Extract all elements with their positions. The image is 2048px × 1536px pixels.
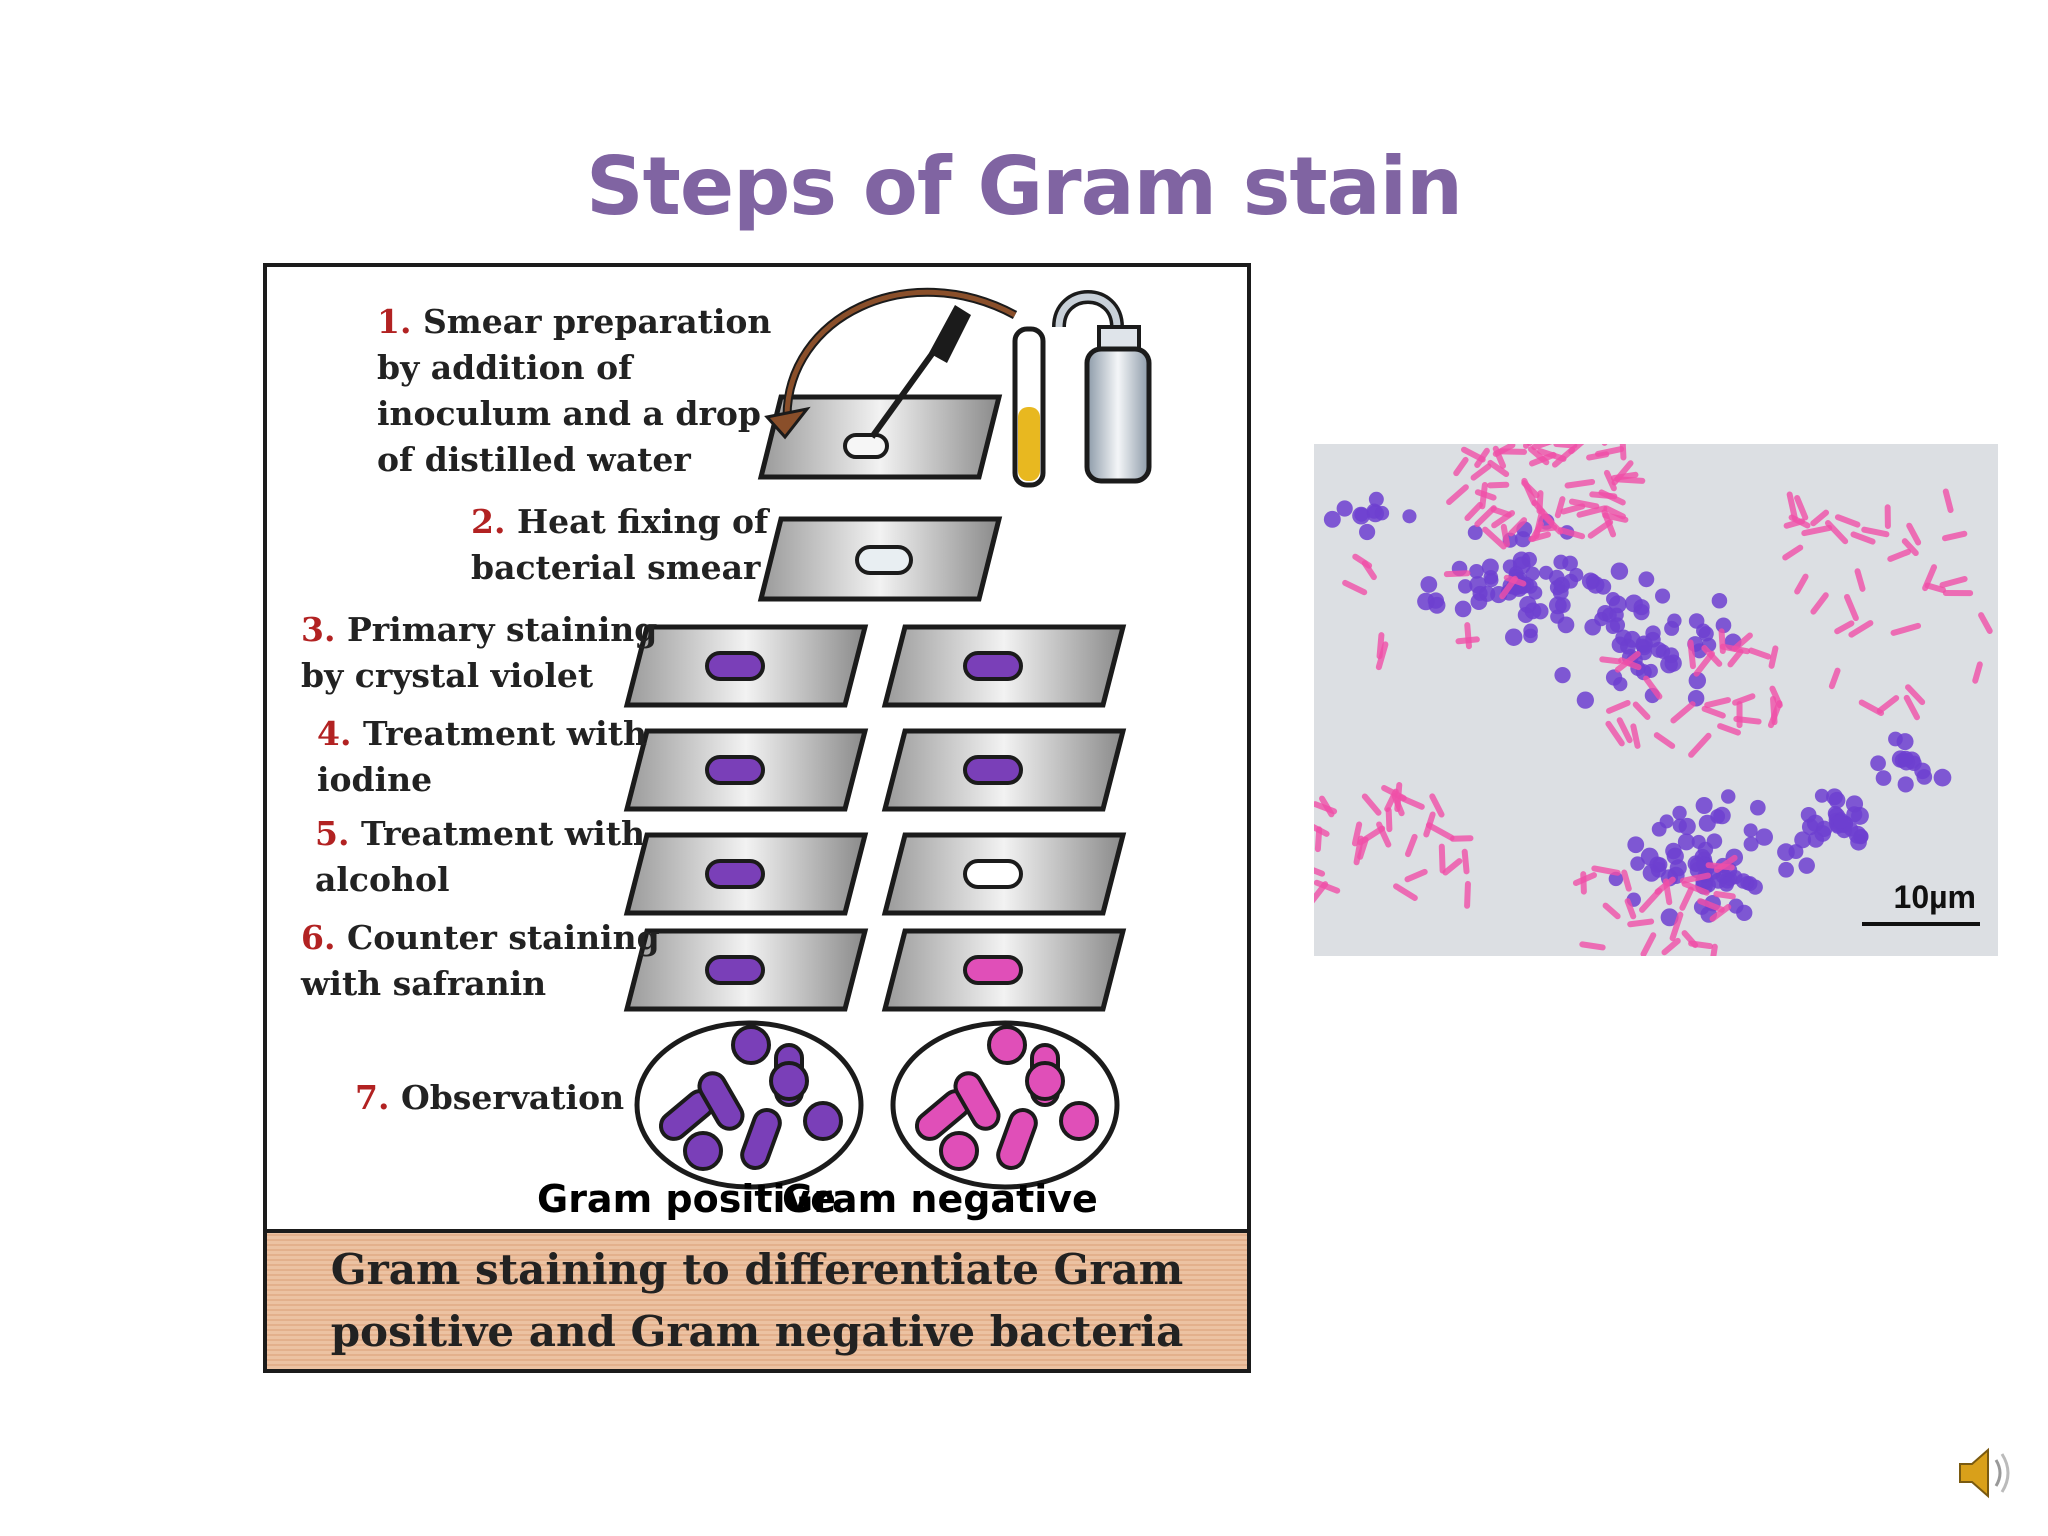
gram-negative-label: Gram negative (782, 1177, 1098, 1221)
step-1-label: 1. Smear preparation by addition of inocul… (377, 299, 771, 483)
step-number: 7. (355, 1078, 390, 1117)
step-2-label: 2. Heat fixing of bacterial smear (471, 499, 768, 591)
scale-bar-label: 10µm (1893, 879, 1976, 915)
step-text-line: Smear preparation (422, 302, 772, 341)
step-text-line: Primary staining (346, 610, 658, 649)
micrograph-image (1314, 444, 1993, 956)
step4-gram-positive-slide (623, 728, 869, 812)
step-number: 2. (471, 502, 506, 541)
step2-slide (757, 516, 1003, 602)
step3-gram-negative-slide (881, 624, 1127, 708)
step-text-line: Treatment with (360, 814, 645, 853)
caption-box: Gram staining to differentiate Gram posi… (267, 1229, 1247, 1369)
step4-gram-negative-slide (881, 728, 1127, 812)
step1-slide (757, 394, 1003, 480)
step-4-label: 4. Treatment with iodine (317, 711, 647, 803)
gram-stain-diagram: 1. Smear preparation by addition of inocul… (263, 263, 1251, 1373)
step-number: 6. (301, 918, 336, 957)
test-tube-icon (1012, 326, 1046, 488)
step3-gram-positive-slide (623, 624, 869, 708)
step-text-line: by crystal violet (301, 656, 594, 695)
water-bottle-icon (1052, 290, 1152, 484)
step5-gram-positive-slide (623, 832, 869, 916)
step-text-line: inoculum and a drop (377, 394, 761, 433)
step6-gram-positive-slide (623, 928, 869, 1012)
step-5-label: 5. Treatment with alcohol (315, 811, 645, 903)
step-text-line: of distilled water (377, 440, 691, 479)
gram-negative-observation-field (890, 1020, 1120, 1190)
step-text-line: alcohol (315, 860, 450, 899)
gram-positive-label: Gram positive (537, 1177, 837, 1221)
step-text-line: iodine (317, 760, 433, 799)
step-6-label: 6. Counter staining with safranin (301, 915, 660, 1007)
step-number: 4. (317, 714, 352, 753)
step6-gram-negative-slide (881, 928, 1127, 1012)
step-number: 1. (377, 302, 412, 341)
step-text-line: with safranin (301, 964, 547, 1003)
step-number: 3. (301, 610, 336, 649)
step-number: 5. (315, 814, 350, 853)
step-7-label: 7. Observation (355, 1075, 624, 1121)
slide-title: Steps of Gram stain (586, 140, 1463, 233)
inoculating-loop-icon (869, 305, 971, 439)
step-text-line: Treatment with (362, 714, 647, 753)
step5-gram-negative-slide (881, 832, 1127, 916)
scale-bar (1862, 922, 1980, 926)
step-text-line: Observation (400, 1078, 625, 1117)
step-text-line: by addition of (377, 348, 633, 387)
caption-text: Gram staining to differentiate Gram posi… (330, 1245, 1184, 1356)
gram-stain-micrograph: 10µm (1314, 444, 1998, 956)
speaker-icon[interactable] (1952, 1438, 2022, 1508)
step-text-line: Heat fixing of (516, 502, 769, 541)
step-text-line: Counter staining (346, 918, 660, 957)
step-text-line: bacterial smear (471, 548, 761, 587)
diagram-artwork (623, 287, 1152, 1190)
gram-positive-observation-field (634, 1020, 864, 1190)
step-3-label: 3. Primary staining by crystal violet (301, 607, 657, 699)
